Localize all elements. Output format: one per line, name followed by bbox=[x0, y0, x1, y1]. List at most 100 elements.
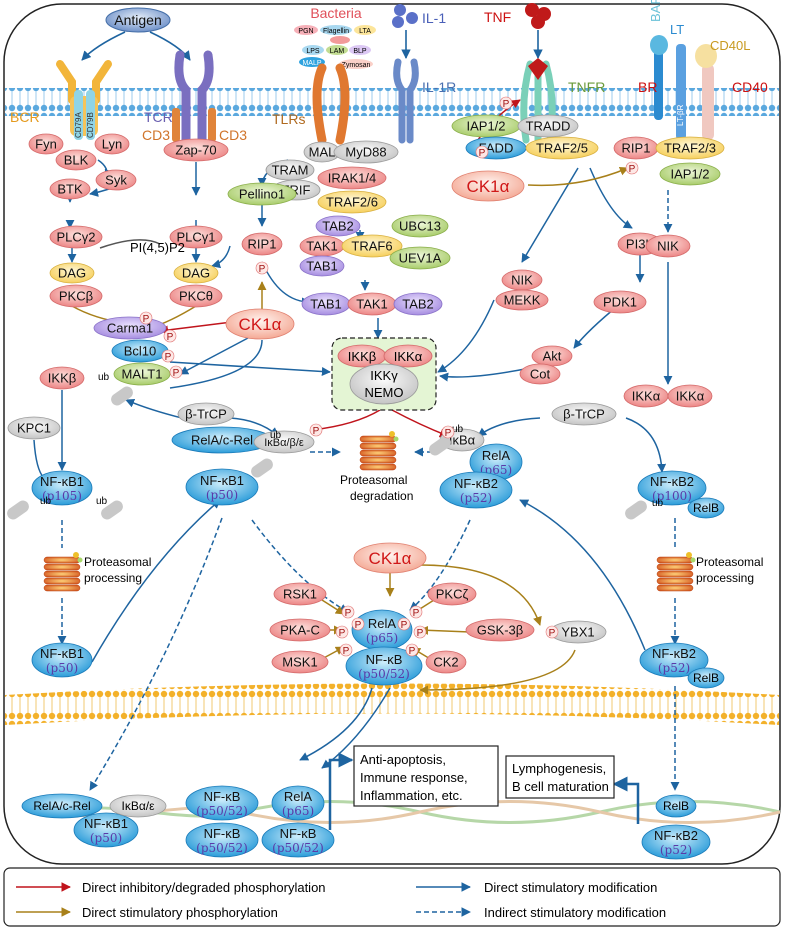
tcr-receptor: TCR CD3 CD3 bbox=[142, 50, 247, 145]
svg-text:Proteasomal: Proteasomal bbox=[84, 555, 151, 569]
node-malt1: MALT1 bbox=[113, 362, 171, 386]
phosphate-9: P bbox=[309, 423, 323, 437]
node-syk: Syk bbox=[95, 169, 137, 191]
svg-text:Flagellin: Flagellin bbox=[323, 28, 349, 35]
svg-text:MAL: MAL bbox=[309, 145, 336, 160]
phosphate-18: P bbox=[397, 617, 411, 631]
node-nik-right: NIK bbox=[645, 234, 691, 258]
node-carma1: Carma1 bbox=[93, 316, 167, 340]
svg-text:TRAF2/5: TRAF2/5 bbox=[536, 141, 588, 156]
svg-text:Fyn: Fyn bbox=[35, 137, 57, 152]
node-tab1-mid: TAB1 bbox=[301, 292, 351, 316]
node-bcl10: Bcl10 bbox=[111, 339, 169, 363]
svg-text:BLK: BLK bbox=[64, 153, 89, 168]
svg-text:CD3: CD3 bbox=[219, 127, 247, 143]
svg-text:P: P bbox=[401, 620, 408, 631]
svg-text:P: P bbox=[413, 608, 420, 619]
svg-text:(p65): (p65) bbox=[366, 631, 398, 645]
ub-label: ub bbox=[270, 430, 282, 441]
phosphate-3: P bbox=[625, 161, 639, 175]
proteasome-left bbox=[43, 552, 83, 592]
ub-label: ub bbox=[452, 424, 464, 435]
svg-text:P: P bbox=[343, 646, 350, 657]
svg-text:Lymphogenesis,: Lymphogenesis, bbox=[512, 761, 606, 776]
svg-text:LAM: LAM bbox=[330, 48, 345, 55]
svg-text:Bacteria: Bacteria bbox=[310, 5, 362, 21]
svg-text:IκBα/ε: IκBα/ε bbox=[122, 799, 156, 813]
svg-text:RelA/c-Rel: RelA/c-Rel bbox=[191, 433, 253, 448]
node-tradd: TRADD bbox=[517, 114, 579, 138]
ub-label: ub bbox=[40, 496, 52, 507]
nfkb1-p50: NF-κB1(p50) bbox=[185, 468, 259, 506]
svg-text:TAK1: TAK1 bbox=[306, 239, 338, 254]
svg-text:NF-κB1: NF-κB1 bbox=[84, 816, 128, 831]
relb-a: RelB bbox=[687, 497, 725, 519]
svg-text:Akt: Akt bbox=[543, 349, 562, 364]
node-dag-left: DAG bbox=[49, 262, 95, 284]
svg-text:P: P bbox=[339, 628, 346, 639]
svg-text:Pellino1: Pellino1 bbox=[239, 187, 285, 202]
svg-text:CK1α: CK1α bbox=[467, 177, 510, 196]
ubiquitin-1 bbox=[7, 500, 29, 520]
nuclear-membrane bbox=[5, 683, 779, 725]
nfkb2-p52: NF-κB2(p52) bbox=[439, 471, 513, 509]
node-pkc-zeta: PKCζ bbox=[427, 582, 477, 606]
svg-text:P: P bbox=[165, 352, 172, 363]
svg-text:IKKα: IKKα bbox=[394, 349, 423, 364]
phosphate-1: P bbox=[499, 96, 513, 110]
svg-text:DAG: DAG bbox=[58, 266, 86, 281]
il1-ligand: IL-1 bbox=[392, 4, 446, 28]
svg-text:P: P bbox=[445, 428, 452, 439]
phosphate-2: P bbox=[475, 145, 489, 159]
svg-text:RSK1: RSK1 bbox=[283, 587, 317, 602]
outcome-box-2: Lymphogenesis, B cell maturation bbox=[505, 755, 615, 799]
tnf-ligand: TNF bbox=[484, 3, 551, 29]
phosphate-12: P bbox=[335, 625, 349, 639]
svg-text:NF-κB: NF-κB bbox=[280, 826, 317, 841]
svg-text:P: P bbox=[345, 608, 352, 619]
nfkb-center: NF-κB(p50/52) bbox=[345, 646, 423, 686]
svg-text:Proteasomal: Proteasomal bbox=[696, 555, 763, 569]
svg-text:NEMO: NEMO bbox=[365, 385, 404, 400]
nfkb1-p105: NF-κB1(p105) bbox=[31, 470, 93, 506]
svg-text:(p52): (p52) bbox=[460, 491, 492, 505]
svg-text:RIP1: RIP1 bbox=[622, 141, 651, 156]
svg-text:RelA: RelA bbox=[284, 789, 313, 804]
node-ck1a-top: CK1α bbox=[451, 170, 525, 202]
svg-text:TRAF6: TRAF6 bbox=[351, 239, 392, 254]
svg-text:NF-κB2: NF-κB2 bbox=[652, 646, 696, 661]
svg-text:IKKβ: IKKβ bbox=[48, 371, 76, 386]
node-iap12-left: IAP1/2 bbox=[451, 114, 521, 138]
svg-text:P: P bbox=[259, 264, 266, 275]
antigen: Antigen bbox=[105, 7, 171, 33]
svg-text:NIK: NIK bbox=[657, 239, 679, 254]
svg-text:PKCζ: PKCζ bbox=[436, 587, 469, 602]
svg-text:Proteasomal: Proteasomal bbox=[340, 473, 407, 487]
svg-text:BCR: BCR bbox=[10, 109, 40, 125]
svg-text:CK1α: CK1α bbox=[369, 549, 412, 568]
node-tak1-top: TAK1 bbox=[299, 235, 345, 257]
nucleus-relb: RelB bbox=[655, 794, 697, 818]
phosphate-17: P bbox=[351, 617, 365, 631]
nucleus-nfkb-c: NF-κB(p50/52) bbox=[261, 822, 335, 858]
node-iap12-right: IAP1/2 bbox=[659, 162, 721, 186]
svg-text:Syk: Syk bbox=[105, 173, 127, 188]
node-btrcp-right: β-TrCP bbox=[551, 402, 617, 426]
node-rsk1: RSK1 bbox=[273, 582, 327, 606]
node-ikka-right2: IKKα bbox=[667, 384, 713, 408]
ubiquitin-5 bbox=[625, 500, 647, 520]
svg-text:PKCθ: PKCθ bbox=[179, 289, 213, 304]
svg-text:P: P bbox=[143, 314, 150, 325]
ubiquitin-4 bbox=[429, 436, 451, 456]
svg-text:BAFF: BAFF bbox=[648, 0, 663, 22]
svg-text:β-TrCP: β-TrCP bbox=[185, 407, 227, 422]
phosphate-14: P bbox=[409, 605, 423, 619]
svg-text:IκBα/β/ε: IκBα/β/ε bbox=[264, 437, 304, 449]
svg-text:Direct inhibitory/degraded pho: Direct inhibitory/degraded phosphorylati… bbox=[82, 880, 326, 895]
phosphate-19: P bbox=[545, 625, 559, 639]
svg-text:(p52): (p52) bbox=[660, 843, 692, 857]
svg-text:IL-1: IL-1 bbox=[422, 10, 446, 26]
svg-text:CD40: CD40 bbox=[732, 79, 768, 95]
